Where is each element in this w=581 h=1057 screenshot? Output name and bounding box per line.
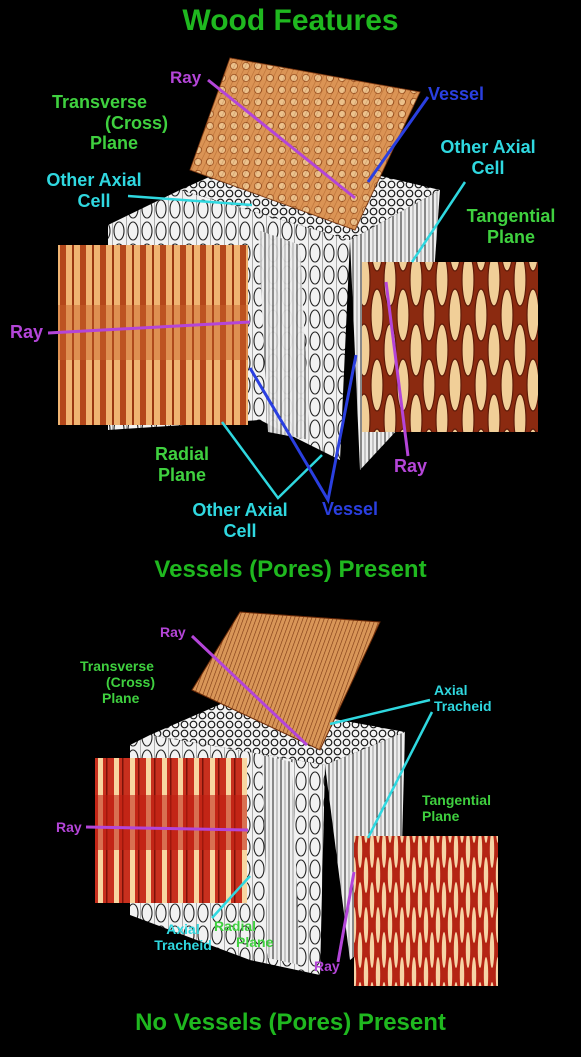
top-label-transverse-line1: Transverse bbox=[52, 92, 148, 112]
bottom-block-center-band bbox=[262, 755, 300, 965]
top-ray-left-leader bbox=[47, 320, 251, 335]
top-label-ray-top: Ray bbox=[170, 68, 202, 87]
top-label-radial-line1: Radial bbox=[154, 444, 210, 464]
top-transverse-rings bbox=[190, 58, 420, 230]
bottom-label-ray-top: Ray bbox=[160, 624, 186, 640]
top-label-other-axial-left: Other Axial Cell bbox=[38, 170, 150, 211]
top-label-tangential-line2: Plane bbox=[486, 226, 536, 247]
bottom-label-axial-tracheid-left-line2: Tracheid bbox=[154, 937, 212, 954]
bottom-label-transverse-line2: (Cross) bbox=[106, 674, 156, 691]
bottom-label-transverse-line1: Transverse bbox=[80, 658, 154, 674]
bottom-label-transverse-plane: Transverse (Cross) Plane bbox=[80, 658, 180, 706]
bottom-ray-top-leader bbox=[190, 634, 309, 747]
bottom-caption: No Vessels (Pores) Present bbox=[135, 1009, 446, 1036]
top-label-other-axial-left-line2: Cell bbox=[77, 190, 111, 211]
top-label-ray-bottom: Ray bbox=[394, 456, 428, 476]
bottom-label-ray-bottom: Ray bbox=[314, 958, 340, 974]
bottom-block-top-face bbox=[150, 700, 405, 765]
top-label-other-axial-left-line1: Other Axial bbox=[46, 170, 142, 190]
top-label-vessel-top: Vessel bbox=[428, 84, 485, 104]
top-label-ray-left: Ray bbox=[10, 322, 44, 342]
bottom-label-radial-line2: Plane bbox=[236, 934, 274, 951]
top-label-other-axial-bottom: Other Axial Cell bbox=[184, 500, 296, 541]
top-label-other-axial-right-line2: Cell bbox=[471, 157, 505, 178]
top-label-tangential-plane: Tangential Plane bbox=[455, 206, 567, 247]
top-block-center-band bbox=[258, 230, 310, 440]
top-label-tangential-line1: Tangential bbox=[466, 206, 556, 226]
bottom-label-axial-tracheid-right-line1: Axial bbox=[434, 682, 468, 698]
bottom-label-axial-tracheid-right-line2: Tracheid bbox=[434, 698, 492, 715]
top-other-axial-bottom-leader bbox=[220, 421, 323, 500]
bottom-axial-tracheid-right-leader-2 bbox=[366, 711, 434, 839]
bottom-label-radial-plane: Radial Plane bbox=[214, 918, 273, 950]
top-vessel-top-leader bbox=[366, 96, 430, 183]
top-label-radial-line2: Plane bbox=[157, 464, 207, 485]
top-label-other-axial-bottom-line1: Other Axial bbox=[192, 500, 288, 520]
bottom-axial-tracheid-left-leader bbox=[211, 875, 251, 919]
top-tangential-section bbox=[362, 262, 538, 432]
top-radial-section bbox=[58, 245, 248, 425]
top-label-other-axial-right: Other Axial Cell bbox=[432, 137, 544, 178]
bottom-label-ray-left: Ray bbox=[56, 819, 82, 835]
bottom-transverse-section bbox=[191, 611, 381, 751]
top-label-radial-plane: Radial Plane bbox=[140, 444, 224, 485]
bottom-label-tangential-plane: Tangential Plane bbox=[422, 792, 491, 824]
top-label-transverse-line2: (Cross) bbox=[104, 112, 168, 133]
top-radial-ray-band bbox=[58, 305, 248, 360]
top-ray-top-leader bbox=[207, 78, 356, 200]
bottom-label-tangential-line2: Plane bbox=[422, 808, 460, 825]
top-vessel-bottom-leader bbox=[248, 354, 358, 505]
bottom-label-tangential-line1: Tangential bbox=[422, 792, 491, 808]
bottom-label-axial-tracheid-left: Axial Tracheid bbox=[144, 921, 222, 953]
top-ray-bottom-leader bbox=[384, 281, 410, 457]
top-caption: Vessels (Pores) Present bbox=[154, 556, 427, 583]
bottom-label-transverse-line3: Plane bbox=[102, 690, 140, 707]
top-label-vessel-bottom: Vessel bbox=[322, 499, 379, 519]
bottom-label-radial-line1: Radial bbox=[214, 918, 257, 934]
bottom-ray-left-leader bbox=[85, 825, 249, 832]
top-label-transverse-plane: Transverse (Cross) Plane bbox=[52, 92, 168, 154]
bottom-radial-ray-band bbox=[95, 795, 247, 850]
bottom-axial-tracheid-right-leader bbox=[329, 698, 431, 726]
page-title: Wood Features bbox=[182, 4, 399, 37]
top-other-axial-right-leader bbox=[410, 181, 467, 263]
bottom-ray-bottom-leader bbox=[336, 871, 356, 963]
bottom-label-axial-tracheid-left-line1: Axial bbox=[166, 921, 200, 937]
top-label-other-axial-bottom-line2: Cell bbox=[223, 520, 257, 541]
top-other-axial-left-leader bbox=[127, 194, 253, 207]
bottom-tangential-section bbox=[354, 836, 498, 986]
top-label-other-axial-right-line1: Other Axial bbox=[440, 137, 536, 157]
top-label-transverse-line3: Plane bbox=[90, 133, 139, 154]
bottom-label-axial-tracheid-right: Axial Tracheid bbox=[434, 682, 492, 714]
